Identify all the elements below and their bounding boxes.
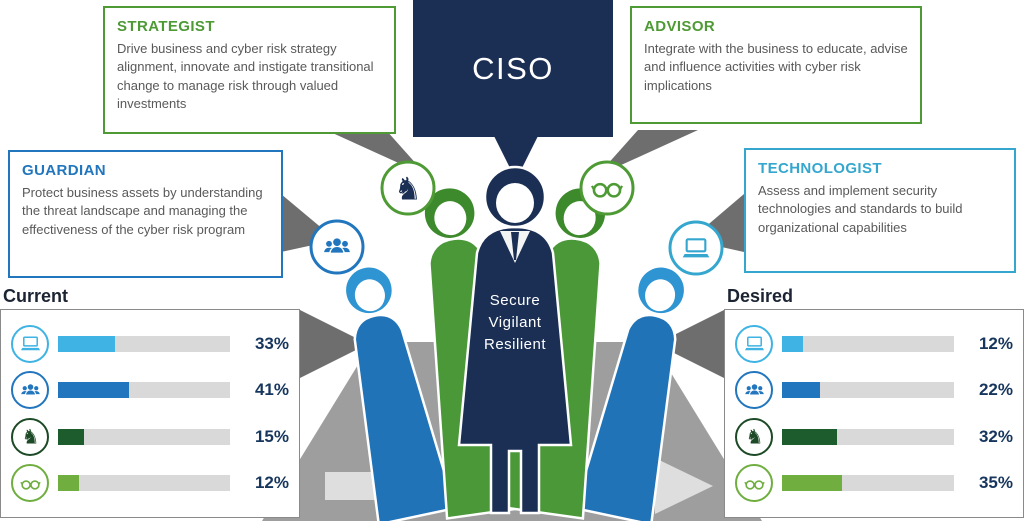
knight-icon: [393, 171, 423, 206]
glasses-badge: [579, 160, 635, 216]
ciso-title-box: CISO: [413, 0, 613, 137]
knight-icon: [11, 417, 49, 456]
bar-value: 15%: [254, 426, 289, 446]
laptop-icon: [11, 324, 49, 363]
current-heading: Current: [3, 286, 69, 306]
desired-panel: 12% 22% 32% 35%: [724, 309, 1024, 518]
bar-fill: [782, 428, 838, 445]
technologist-description: Assess and implement security technologi…: [758, 183, 963, 235]
bar-track: [782, 382, 954, 399]
current-row-strategist: 15%: [11, 417, 289, 456]
advisor-box: ADVISOR Integrate with the business to e…: [630, 6, 922, 124]
technologist-title: TECHNOLOGIST: [758, 160, 882, 177]
bar-fill: [58, 382, 129, 399]
people-icon: [735, 371, 773, 410]
knight-badge: [380, 160, 436, 216]
current-pointer-arrow: [300, 310, 368, 378]
bar-track: [782, 475, 954, 492]
strategist-description: Drive business and cyber risk strategy a…: [117, 41, 374, 112]
people-badge: [309, 219, 365, 275]
advisor-description: Integrate with the business to educate, …: [644, 41, 908, 93]
strategist-title: STRATEGIST: [117, 18, 215, 35]
current-panel: 33% 41% 15% 12%: [0, 309, 300, 518]
desired-row-advisor: 35%: [735, 464, 1013, 503]
ciso-label: CISO: [472, 50, 554, 86]
guardian-box: GUARDIAN Protect business assets by unde…: [8, 150, 283, 278]
bar-value: 12%: [978, 333, 1013, 353]
people-icon: [11, 371, 49, 410]
strategist-box: STRATEGIST Drive business and cyber risk…: [103, 6, 396, 134]
bar-fill: [58, 428, 84, 445]
advisor-title: ADVISOR: [644, 18, 716, 35]
guardian-description: Protect business assets by understanding…: [22, 185, 263, 237]
desired-row-guardian: 22%: [735, 371, 1013, 410]
bar-track: [58, 428, 230, 445]
glasses-icon: [11, 464, 49, 503]
bar-value: 33%: [254, 333, 289, 353]
tie: [511, 232, 519, 260]
current-row-guardian: 41%: [11, 371, 289, 410]
bar-value: 12%: [254, 473, 289, 493]
bar-track: [782, 335, 954, 352]
current-row-advisor: 12%: [11, 464, 289, 503]
desired-pointer-arrow: [656, 310, 724, 378]
laptop-icon: [735, 324, 773, 363]
guardian-title: GUARDIAN: [22, 162, 107, 179]
current-row-technologist: 33%: [11, 324, 289, 363]
bar-fill: [782, 335, 803, 352]
bar-value: 32%: [978, 426, 1013, 446]
blue-figure-right: [573, 265, 687, 521]
figure-text-vigilant: Vigilant: [489, 314, 542, 331]
technologist-box: TECHNOLOGIST Assess and implement securi…: [744, 148, 1016, 273]
ciso-figure: Secure Vigilant Resilient: [457, 165, 573, 515]
knight-icon: [735, 417, 773, 456]
desired-row-technologist: 12%: [735, 324, 1013, 363]
bar-track: [58, 475, 230, 492]
bar-fill: [782, 382, 820, 399]
desired-heading: Desired: [727, 286, 794, 306]
figure-text-resilient: Resilient: [484, 336, 546, 353]
ciso-speech-tail: [490, 128, 542, 180]
bar-fill: [58, 335, 115, 352]
figure-text-secure: Secure: [490, 292, 541, 309]
team-illustration: Secure Vigilant Resilient: [309, 160, 724, 521]
bar-value: 35%: [978, 473, 1013, 493]
blue-figure-left: [343, 265, 457, 521]
bar-fill: [58, 475, 79, 492]
advisor-pointer: [597, 130, 698, 176]
laptop-badge: [668, 220, 724, 276]
bar-value: 22%: [978, 380, 1013, 400]
bar-track: [58, 382, 230, 399]
bar-fill: [782, 475, 843, 492]
glasses-icon: [735, 464, 773, 503]
desired-row-strategist: 32%: [735, 417, 1013, 456]
bar-value: 41%: [254, 380, 289, 400]
bar-track: [58, 335, 230, 352]
bar-track: [782, 428, 954, 445]
